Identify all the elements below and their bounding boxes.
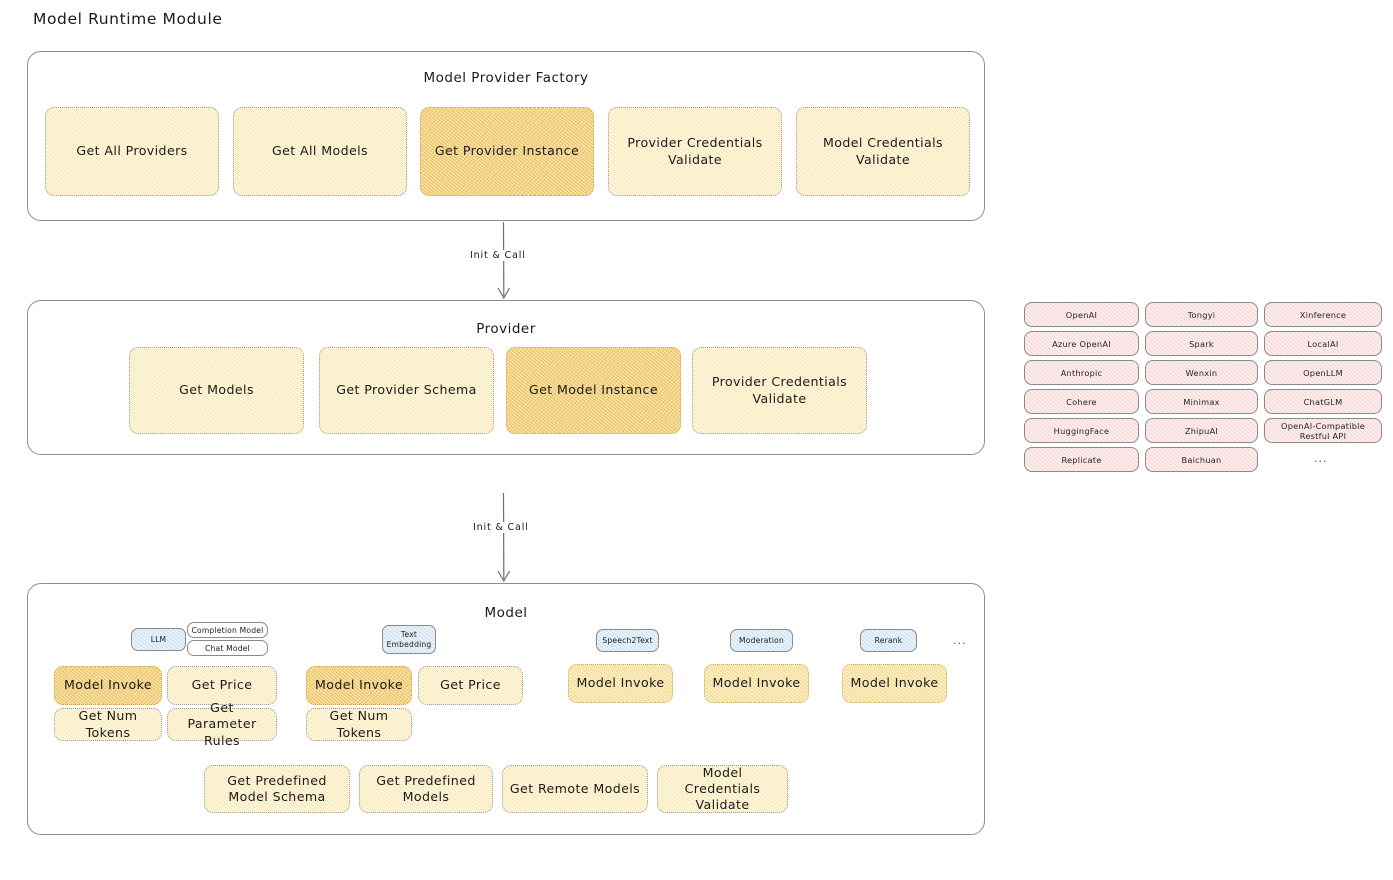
model-type-chip-speech2text[interactable]: Speech2Text <box>596 629 659 652</box>
factory-method-get-all-providers[interactable]: Get All Providers <box>45 107 219 196</box>
provider-chip-chatglm[interactable]: ChatGLM <box>1264 389 1382 414</box>
model-type-chip-moderation[interactable]: Moderation <box>730 629 793 652</box>
provider-chip-xinference[interactable]: Xinference <box>1264 302 1382 327</box>
provider-panel: Provider Get Models Get Provider Schema … <box>27 300 1000 470</box>
arrow-1-svg <box>497 221 511 300</box>
arrow-2-svg <box>497 492 511 583</box>
provider-chip-openllm[interactable]: OpenLLM <box>1264 360 1382 385</box>
provider-chip-localai[interactable]: LocalAI <box>1264 331 1382 356</box>
provider-chip-openai[interactable]: OpenAI <box>1024 302 1139 327</box>
model-method-llm-model-invoke[interactable]: Model Invoke <box>54 666 162 705</box>
provider-chip-spark[interactable]: Spark <box>1145 331 1258 356</box>
model-method-rerank-model-invoke[interactable]: Model Invoke <box>842 664 947 703</box>
provider-method-get-provider-schema[interactable]: Get Provider Schema <box>319 347 494 434</box>
model-provider-factory-title: Model Provider Factory <box>423 70 589 86</box>
provider-chip-anthropic[interactable]: Anthropic <box>1024 360 1139 385</box>
model-method-text-embedding-model-invoke[interactable]: Model Invoke <box>306 666 412 705</box>
model-shared-get-predefined-model-schema[interactable]: Get Predefined Model Schema <box>204 765 350 813</box>
factory-method-get-provider-instance[interactable]: Get Provider Instance <box>420 107 594 196</box>
provider-chip-azure-openai[interactable]: Azure OpenAI <box>1024 331 1139 356</box>
model-method-llm-get-price[interactable]: Get Price <box>167 666 277 705</box>
arrow-provider-to-model: Init & Call <box>469 492 540 583</box>
provider-method-provider-credentials-validate[interactable]: Provider Credentials Validate <box>692 347 867 434</box>
model-method-text-embedding-get-price[interactable]: Get Price <box>418 666 523 705</box>
provider-chip-tongyi[interactable]: Tongyi <box>1145 302 1258 327</box>
provider-method-get-model-instance[interactable]: Get Model Instance <box>506 347 681 434</box>
model-type-chip-chat-model[interactable]: Chat Model <box>187 640 268 656</box>
model-shared-model-credentials-validate[interactable]: Model Credentials Validate <box>657 765 788 813</box>
model-type-chip-rerank[interactable]: Rerank <box>860 629 917 652</box>
arrow-2-label: Init & Call <box>469 522 533 533</box>
provider-chip-wenxin[interactable]: Wenxin <box>1145 360 1258 385</box>
model-method-moderation-model-invoke[interactable]: Model Invoke <box>704 664 809 703</box>
arrow-1-label: Init & Call <box>466 250 530 261</box>
factory-method-provider-credentials-validate[interactable]: Provider Credentials Validate <box>608 107 782 196</box>
provider-chip-cohere[interactable]: Cohere <box>1024 389 1139 414</box>
provider-chip-minimax[interactable]: Minimax <box>1145 389 1258 414</box>
provider-chip-huggingface[interactable]: HuggingFace <box>1024 418 1139 443</box>
model-title: Model <box>484 605 528 621</box>
factory-method-get-all-models[interactable]: Get All Models <box>233 107 407 196</box>
model-method-text-embedding-get-num-tokens[interactable]: Get Num Tokens <box>306 708 412 741</box>
model-provider-factory-panel: Model Provider Factory Get All Providers… <box>27 51 985 221</box>
provider-chip-replicate[interactable]: Replicate <box>1024 447 1139 472</box>
model-shared-get-remote-models[interactable]: Get Remote Models <box>502 765 648 813</box>
provider-chip-openai-compatible-restful-api[interactable]: OpenAI-Compatible Restful API <box>1264 418 1382 443</box>
model-method-speech2text-model-invoke[interactable]: Model Invoke <box>568 664 673 703</box>
model-type-chip-text-embedding[interactable]: Text Embedding <box>382 625 436 654</box>
factory-method-model-credentials-validate[interactable]: Model Credentials Validate <box>796 107 970 196</box>
model-types-ellipsis: ... <box>953 634 967 647</box>
arrow-factory-to-provider: Init & Call <box>466 221 540 300</box>
model-method-llm-get-parameter-rules[interactable]: Get Parameter Rules <box>167 700 277 748</box>
model-shared-get-predefined-models[interactable]: Get Predefined Models <box>359 765 493 813</box>
provider-method-get-models[interactable]: Get Models <box>129 347 304 434</box>
page-title: Model Runtime Module <box>33 10 223 28</box>
provider-chip-zhipuai[interactable]: ZhipuAI <box>1145 418 1258 443</box>
provider-list-ellipsis: ... <box>1314 452 1328 465</box>
model-type-chip-completion-model[interactable]: Completion Model <box>187 622 268 638</box>
provider-title: Provider <box>476 321 536 337</box>
model-method-llm-get-num-tokens[interactable]: Get Num Tokens <box>54 708 162 741</box>
provider-list: OpenAI Azure OpenAI Anthropic Cohere Hug… <box>1024 300 1382 480</box>
provider-chip-baichuan[interactable]: Baichuan <box>1145 447 1258 472</box>
model-type-chip-llm[interactable]: LLM <box>131 628 186 651</box>
model-panel: Model LLM Completion Model Chat Model Te… <box>27 583 1000 850</box>
